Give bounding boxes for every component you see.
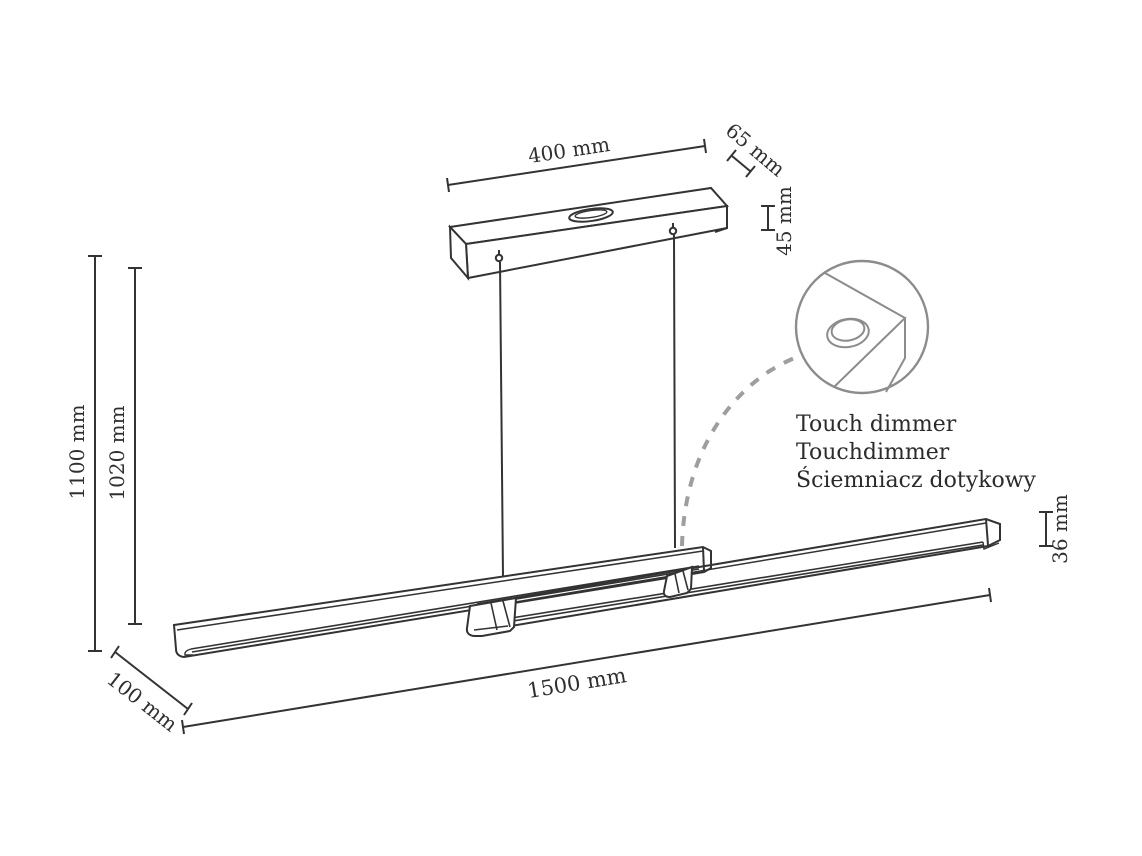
fixed-bar-top-edge [176, 550, 704, 631]
detail-bar-end-edges [885, 318, 906, 393]
callout-line-pl: Ściemniacz dotykowy [796, 466, 1037, 493]
canopy-left-end [448, 224, 470, 281]
touch-dimmer-detail-circle [794, 259, 930, 395]
canopy-cable-slot-inner [574, 209, 608, 219]
slide-bracket-left [465, 596, 518, 637]
dim-line-canopy-length [446, 138, 707, 193]
dim-label-bar-height: 36 mm [1048, 494, 1072, 564]
dimension-lines [88, 138, 1053, 735]
callout-line-de: Touchdimmer [796, 440, 950, 465]
dim-line-bar-height [1039, 511, 1053, 547]
dim-line-suspension-height [128, 267, 142, 625]
dim-label-bar-depth: 100 mm [102, 667, 182, 737]
dim-line-bar-length [181, 587, 992, 735]
dim-line-bar-depth [110, 645, 193, 716]
dim-line-canopy-depth [726, 149, 756, 178]
touch-dimmer-button-inner [830, 318, 866, 342]
right-cable [673, 234, 676, 549]
touch-dimmer-callout-text: Touch dimmer Touchdimmer Ściemniacz doty… [796, 412, 1037, 493]
sliding-bar-endcap-seam [985, 518, 989, 546]
sliding-bar-led-end-notch [982, 541, 1000, 550]
slide-bracket-right [662, 565, 694, 599]
sliding-bar-top-edge [479, 522, 987, 609]
slide-brackets [465, 565, 694, 637]
dim-label-canopy-depth: 65 mm [721, 118, 790, 181]
suspension-cables [494, 223, 678, 578]
fixed-bar-led-strip-b [191, 568, 700, 653]
dim-line-overall-height [88, 255, 102, 652]
dim-label-overall-height: 1100 mm [65, 404, 89, 499]
callout-line-en: Touch dimmer [796, 412, 957, 437]
fixed-bar-led-strip-a [190, 565, 700, 650]
dim-label-canopy-height: 45 mm [772, 186, 796, 256]
left-cable [499, 261, 504, 578]
fixed-light-bar [172, 545, 712, 659]
detail-circle-outline [794, 259, 930, 395]
left-cable-hook [494, 253, 504, 263]
dim-label-suspension-height: 1020 mm [105, 405, 129, 500]
sliding-bar-led-strip-a [486, 541, 984, 623]
canopy-right-bottom-edge [714, 227, 728, 233]
ceiling-canopy [447, 186, 729, 281]
right-cable-hook [668, 226, 678, 236]
detail-leader-dashed-curve [680, 355, 798, 547]
sliding-bar-led-strip-b [487, 544, 984, 626]
fixed-bar-led-end-notch [184, 648, 193, 656]
dim-line-canopy-height [761, 205, 775, 231]
fixed-bar-endcap-seam [702, 546, 705, 572]
